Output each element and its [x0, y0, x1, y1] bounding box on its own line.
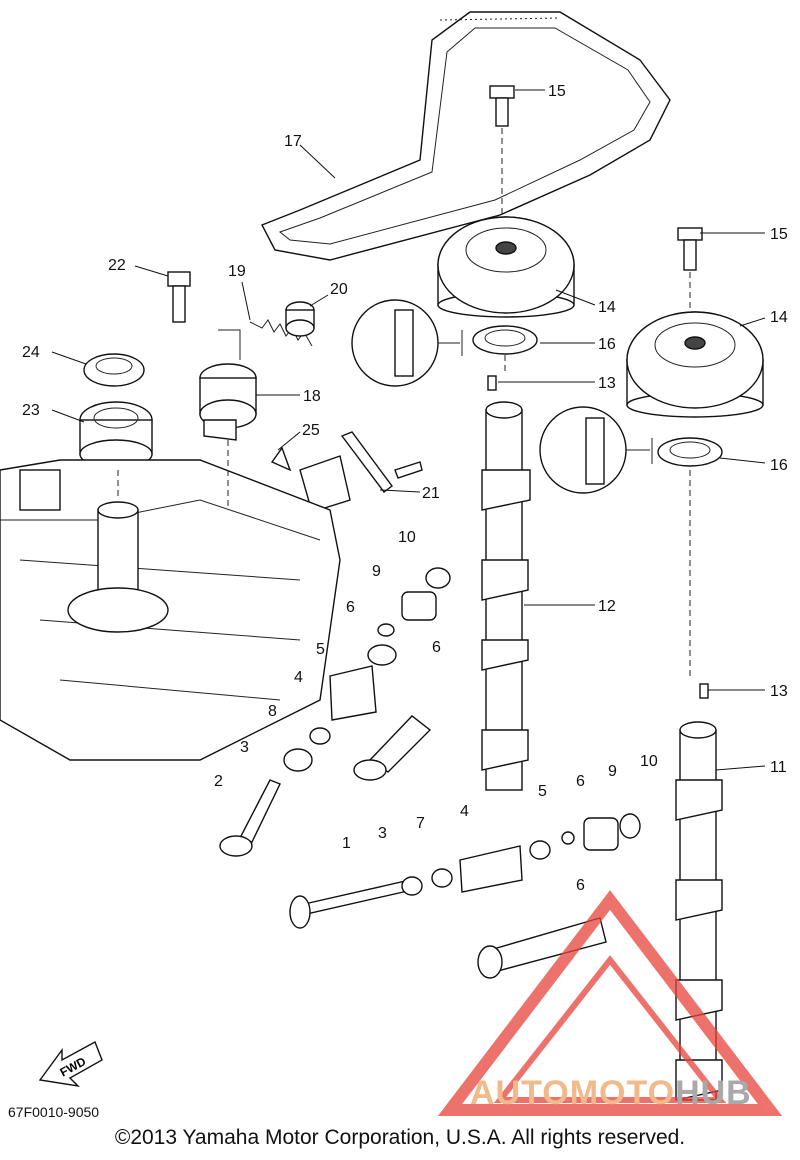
callout-9-left: 9 [372, 563, 381, 580]
cylinder-head [0, 459, 341, 761]
callout-4-left: 4 [294, 669, 303, 686]
drive-sprocket [79, 401, 153, 469]
callout-6-b: 6 [432, 639, 441, 656]
callout-10-right: 10 [640, 753, 658, 770]
callout-3-left: 3 [240, 739, 249, 756]
callout-leaders [51, 89, 766, 771]
camshaft-sprocket-upper [437, 216, 575, 318]
callout-2: 2 [214, 773, 223, 790]
bolt-tensioner [167, 271, 191, 323]
callout-numbers: 15 15 17 22 19 20 14 14 16 24 13 18 23 2… [22, 83, 788, 894]
callout-8: 8 [268, 703, 277, 720]
callout-6-c: 6 [576, 773, 585, 790]
callout-3-right: 3 [378, 825, 387, 842]
callout-25: 25 [302, 422, 320, 439]
callout-14-right: 14 [770, 309, 788, 326]
bolt-right [677, 227, 703, 330]
oil-seal-upper [351, 299, 538, 387]
oil-seal-lower [539, 406, 723, 494]
callout-15-upper: 15 [548, 83, 566, 100]
callout-23: 23 [22, 402, 40, 419]
copyright-notice: ©2013 Yamaha Motor Corporation, U.S.A. A… [114, 1126, 686, 1149]
watermark-text: AUTOMOTOHUB [470, 1074, 752, 1113]
callout-13-upper: 13 [598, 375, 616, 392]
callout-17: 17 [284, 133, 302, 150]
fwd-direction-marker: FWD [38, 1041, 103, 1088]
callout-13-right: 13 [770, 683, 788, 700]
pin-lower [699, 683, 709, 699]
callout-16-right: 16 [770, 457, 788, 474]
watermark-text-b: HUB [675, 1074, 752, 1112]
callout-15-right: 15 [770, 226, 788, 243]
bracket-plate [299, 431, 423, 513]
callout-7: 7 [416, 815, 425, 832]
part-code: 67F0010-9050 [8, 1104, 100, 1120]
callout-11: 11 [770, 759, 787, 776]
callout-21: 21 [422, 485, 440, 502]
callout-16-upper: 16 [598, 336, 616, 353]
valve-train-left [219, 567, 451, 857]
watermark-text-a: AUTOMOTO [470, 1074, 676, 1112]
callout-12: 12 [598, 598, 616, 615]
woodruff-key [270, 446, 292, 472]
callout-10-left: 10 [398, 529, 416, 546]
nut [83, 353, 145, 387]
timing-belt [261, 11, 671, 261]
callout-6-d: 6 [576, 877, 585, 894]
valve-train-lower [289, 813, 641, 979]
belt-tensioner [199, 329, 257, 441]
callout-1: 1 [342, 835, 351, 852]
callout-19: 19 [228, 263, 246, 280]
callout-4-right: 4 [460, 803, 469, 820]
callout-5-right: 5 [538, 783, 547, 800]
callout-5-left: 5 [316, 641, 325, 658]
camshaft-sprocket-lower [626, 311, 764, 418]
spacer-collar [285, 301, 315, 337]
callout-20: 20 [330, 281, 348, 298]
pin-upper [487, 375, 497, 391]
camshaft-exhaust [481, 401, 531, 791]
callout-24: 24 [22, 344, 40, 361]
callout-14-upper: 14 [598, 299, 616, 316]
callout-6-a: 6 [346, 599, 355, 616]
callout-22: 22 [108, 257, 126, 274]
callout-9-right: 9 [608, 763, 617, 780]
callout-18: 18 [303, 388, 321, 405]
watermark-logo [437, 890, 783, 1116]
